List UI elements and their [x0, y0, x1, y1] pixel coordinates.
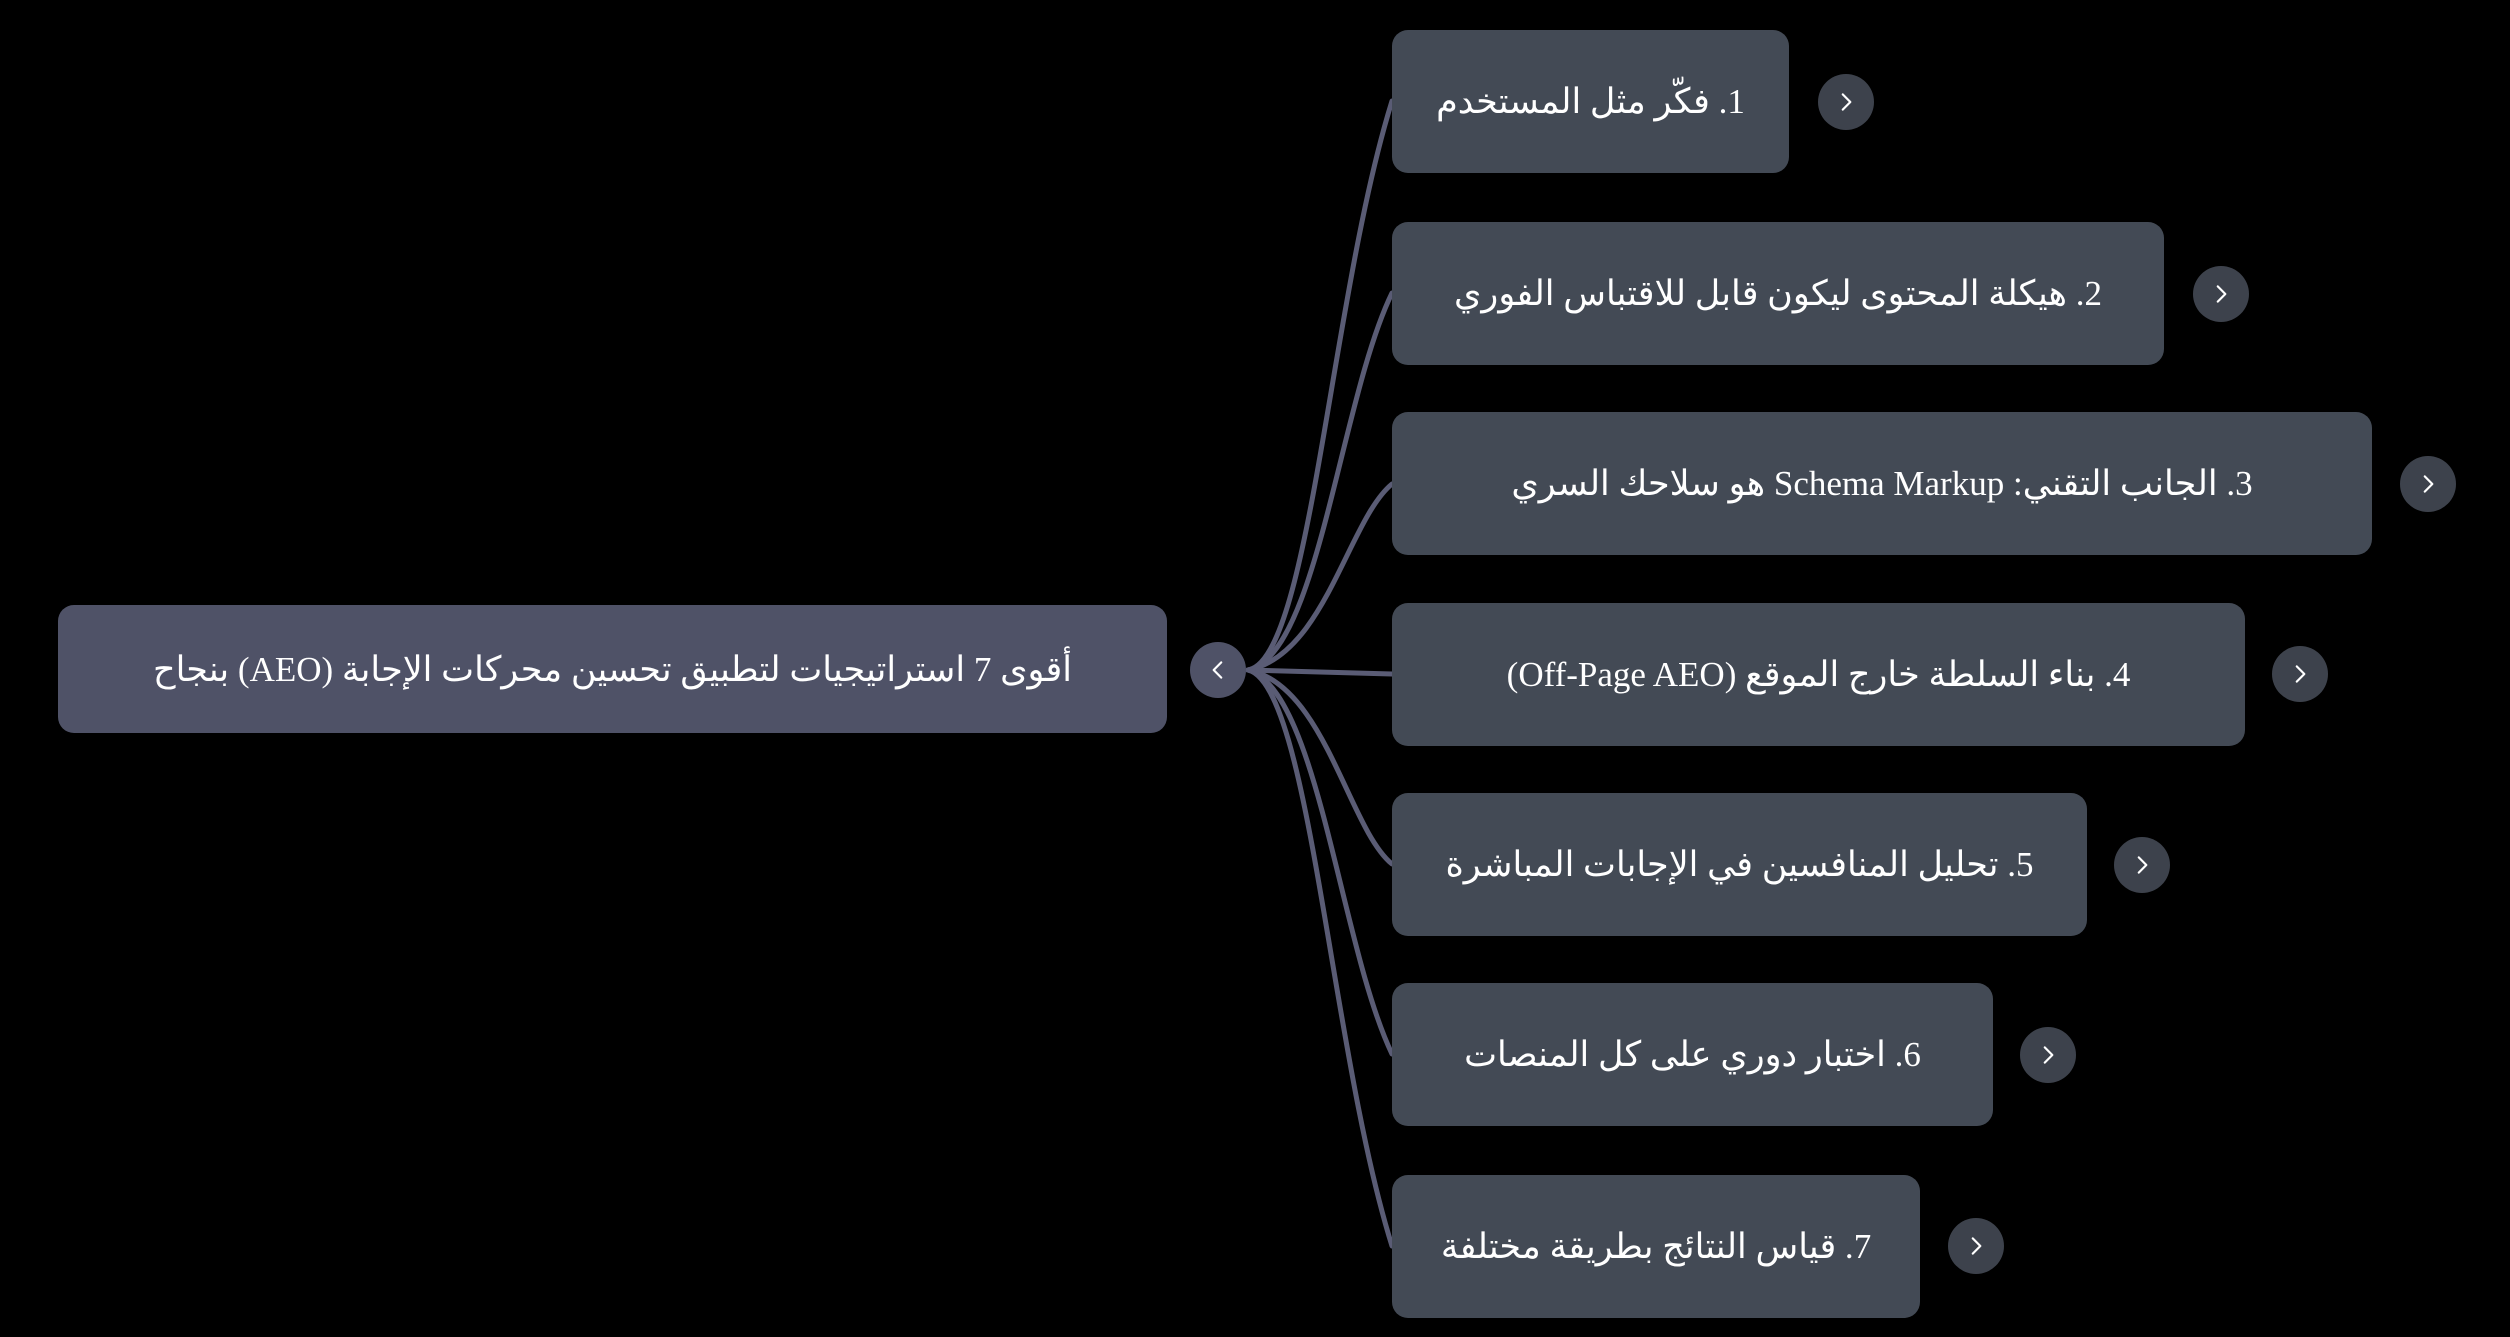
chevron-right-icon: [2287, 661, 2313, 687]
child-expand-toggle-2[interactable]: [2193, 266, 2249, 322]
child-expand-toggle-7[interactable]: [1948, 1218, 2004, 1274]
chevron-right-icon: [2415, 471, 2441, 497]
child-node-label-5: 5. تحليل المنافسين في الإجابات المباشرة: [1445, 845, 2034, 884]
mindmap-edge: [1245, 667, 1395, 1249]
child-node-label-4: 4. بناء السلطة خارج الموقع (Off-Page AEO…: [1506, 655, 2131, 694]
child-expand-toggle-3[interactable]: [2400, 456, 2456, 512]
mindmap-edge: [1245, 290, 1395, 673]
child-node-label-2: 2. هيكلة المحتوى ليكون قابل للاقتباس الف…: [1454, 274, 2102, 313]
root-collapse-toggle[interactable]: [1190, 642, 1246, 698]
mindmap-root-node[interactable]: أقوى 7 استراتيجيات لتطبيق تحسين محركات ا…: [58, 605, 1167, 733]
mindmap-edge: [1245, 667, 1395, 677]
mindmap-child-node-7[interactable]: 7. قياس النتائج بطريقة مختلفة: [1392, 1175, 1920, 1318]
child-expand-toggle-4[interactable]: [2272, 646, 2328, 702]
chevron-left-icon: [1205, 657, 1231, 683]
chevron-right-icon: [2208, 281, 2234, 307]
mindmap-child-node-2[interactable]: 2. هيكلة المحتوى ليكون قابل للاقتباس الف…: [1392, 222, 2164, 365]
mindmap-edge: [1245, 98, 1395, 673]
root-node-label: أقوى 7 استراتيجيات لتطبيق تحسين محركات ا…: [153, 649, 1072, 689]
chevron-right-icon: [1963, 1233, 1989, 1259]
child-node-label-7: 7. قياس النتائج بطريقة مختلفة: [1440, 1227, 1872, 1266]
mindmap-child-node-3[interactable]: 3. الجانب التقني: Schema Markup هو سلاحك…: [1392, 412, 2372, 555]
mindmap-child-node-5[interactable]: 5. تحليل المنافسين في الإجابات المباشرة: [1392, 793, 2087, 936]
mindmap-edge: [1245, 667, 1395, 867]
child-node-label-3: 3. الجانب التقني: Schema Markup هو سلاحك…: [1511, 464, 2253, 503]
child-expand-toggle-5[interactable]: [2114, 837, 2170, 893]
mindmap-child-node-1[interactable]: 1. فكّر مثل المستخدم: [1392, 30, 1789, 173]
mindmap-child-node-6[interactable]: 6. اختبار دوري على كل المنصات: [1392, 983, 1993, 1126]
child-expand-toggle-1[interactable]: [1818, 74, 1874, 130]
child-node-label-1: 1. فكّر مثل المستخدم: [1436, 82, 1745, 121]
chevron-right-icon: [2129, 852, 2155, 878]
child-node-label-6: 6. اختبار دوري على كل المنصات: [1464, 1035, 1921, 1074]
mindmap-edge: [1245, 481, 1395, 673]
chevron-right-icon: [1833, 89, 1859, 115]
mindmap-child-node-4[interactable]: 4. بناء السلطة خارج الموقع (Off-Page AEO…: [1392, 603, 2245, 746]
child-expand-toggle-6[interactable]: [2020, 1027, 2076, 1083]
chevron-right-icon: [2035, 1042, 2061, 1068]
mindmap-edge: [1245, 667, 1395, 1057]
